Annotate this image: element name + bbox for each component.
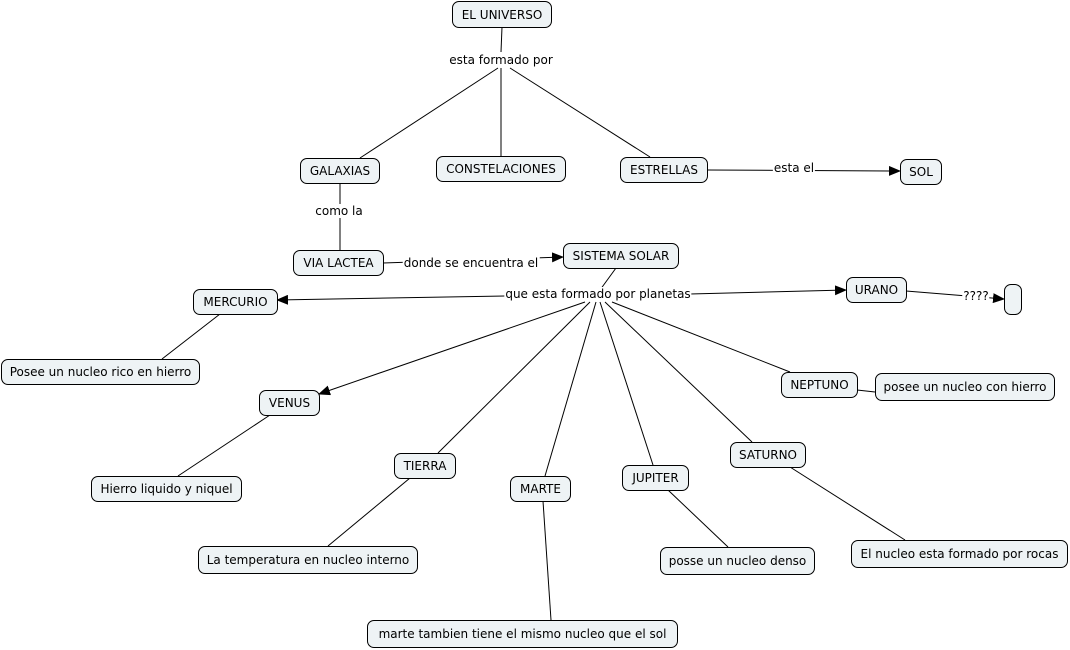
concept-constelaciones[interactable]: CONSTELACIONES (436, 156, 566, 182)
link-donde-se-encuentra: donde se encuentra el (402, 256, 540, 270)
line-to-estrellas (509, 67, 651, 158)
concept-tierra-nucleo[interactable]: La temperatura en nucleo interno (198, 546, 418, 574)
line-sistema-label (599, 267, 617, 291)
link-question: ???? (962, 289, 990, 303)
concept-urano[interactable]: URANO (846, 277, 907, 303)
concept-jupiter[interactable]: JUPITER (622, 465, 689, 491)
concept-venus-nucleo[interactable]: Hierro liquido y niquel (91, 476, 242, 502)
line-jupiter-nucleo (667, 489, 729, 548)
line-neptuno-nucleo (856, 389, 876, 393)
link-esta-el: esta el (772, 161, 816, 175)
line-venus-nucleo (177, 414, 271, 477)
concept-galaxias[interactable]: GALAXIAS (300, 158, 380, 184)
concept-venus[interactable]: VENUS (259, 390, 320, 416)
concept-neptuno-nucleo[interactable]: posee un nucleo con hierro (875, 373, 1055, 401)
concept-saturno[interactable]: SATURNO (730, 442, 806, 468)
line-to-jupiter (599, 301, 654, 466)
line-to-neptuno (611, 301, 791, 373)
concept-mercurio[interactable]: MERCURIO (193, 289, 278, 315)
concept-via-lactea[interactable]: VIA LACTEA (293, 250, 384, 276)
link-formado-por-planetas: que esta formado por planetas (504, 287, 692, 301)
concept-jupiter-nucleo[interactable]: posse un nucleo denso (660, 547, 815, 575)
line-tierra-nucleo (327, 477, 411, 547)
link-como-la: como la (314, 204, 364, 218)
concept-mercurio-nucleo[interactable]: Posee un nucleo rico en hierro (1, 359, 200, 385)
concept-sistema-solar[interactable]: SISTEMA SOLAR (563, 243, 679, 269)
line-mercurio-nucleo (161, 313, 221, 360)
concept-marte-nucleo[interactable]: marte tambien tiene el mismo nucleo que … (367, 620, 678, 648)
line-to-galaxias (359, 67, 499, 159)
line-to-urano (689, 285, 847, 296)
line-to-venus (318, 301, 586, 396)
concept-empty[interactable] (1004, 284, 1022, 315)
concept-estrellas[interactable]: ESTRELLAS (620, 157, 708, 183)
concept-tierra[interactable]: TIERRA (394, 453, 456, 479)
line-to-tierra (437, 301, 591, 454)
concept-neptuno[interactable]: NEPTUNO (781, 372, 858, 398)
link-esta-formado-por: esta formado por (448, 53, 554, 67)
concept-universo[interactable]: EL UNIVERSO (452, 1, 552, 28)
concept-marte[interactable]: MARTE (510, 476, 571, 502)
line-to-saturno (604, 301, 753, 443)
line-universo-label (500, 26, 503, 53)
line-saturno-nucleo (789, 466, 906, 541)
line-marte-nucleo (542, 500, 552, 621)
line-to-mercurio (276, 294, 506, 305)
concept-saturno-nucleo[interactable]: El nucleo esta formado por rocas (851, 540, 1068, 568)
concept-sol[interactable]: SOL (900, 159, 942, 185)
line-to-marte (544, 301, 597, 477)
